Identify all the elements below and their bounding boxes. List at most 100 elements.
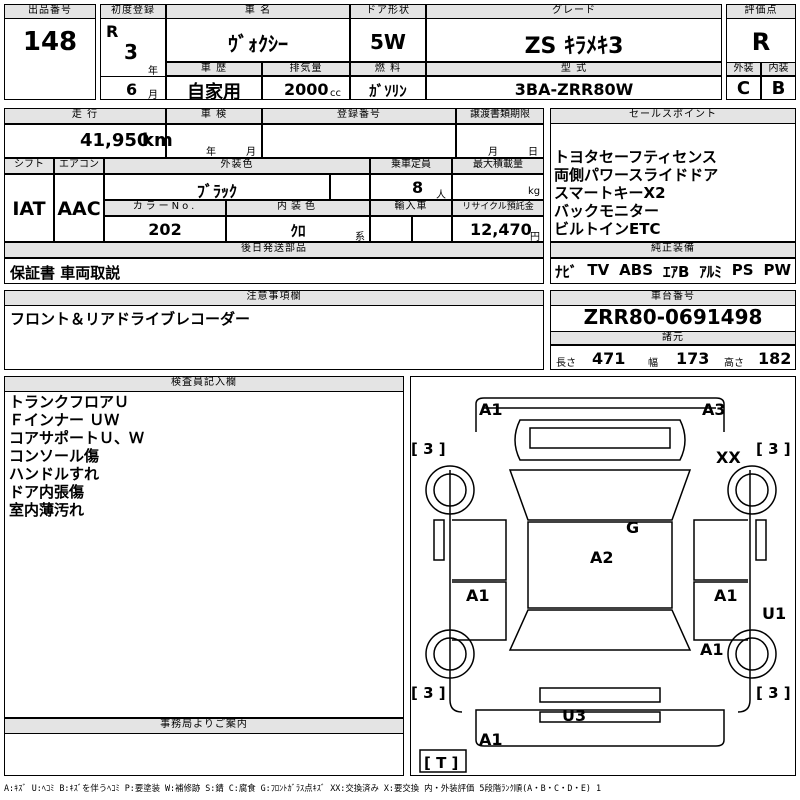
ac-value: AAC — [57, 198, 101, 220]
transfer-label: 譲渡書類期限 — [456, 108, 544, 124]
displacement-label: 排気量 — [262, 62, 350, 76]
reg-year: 3 — [124, 40, 138, 64]
mark-roof-g: G — [626, 518, 640, 537]
history-value: 自家用 — [187, 82, 241, 103]
load-unit: kg — [528, 186, 541, 197]
bracket-tire: [ T ] — [424, 754, 459, 772]
bracket-bottom-right: [ 3 ] — [756, 684, 791, 702]
int-color-unit: 系 — [355, 232, 365, 243]
mark-top-right: A3 — [702, 400, 726, 419]
later-parts-label: 後日発送部品 — [4, 242, 544, 258]
mileage-unit: km — [142, 130, 173, 151]
chassis-label: 車台番号 — [550, 290, 796, 306]
equipment-item: TV — [587, 261, 610, 279]
inspection-month-unit: 月 — [246, 147, 256, 158]
inspector-item: 室内薄汚れ — [9, 501, 85, 519]
int-color-value: ｸﾛ — [290, 222, 306, 240]
notes-text: フロント＆リアドライブレコーダー — [10, 310, 251, 328]
sales-list: トヨタセーフティセンス 両側パワースライドドア スマートキーX2 バックモニター… — [554, 148, 718, 238]
shift-value: IAT — [12, 198, 46, 220]
capacity-unit: 人 — [436, 190, 446, 201]
mileage-cell — [4, 124, 166, 158]
mark-bumper: U3 — [562, 706, 587, 725]
sales-item: トヨタセーフティセンス — [554, 148, 717, 166]
ac-cell — [54, 174, 104, 242]
mileage-label: 走 行 — [4, 108, 166, 124]
mark-right-door: A1 — [714, 586, 738, 605]
month-unit: 月 — [148, 90, 158, 101]
exterior-value: C — [736, 78, 751, 99]
shift-cell — [4, 174, 54, 242]
recycle-value: 12,470 — [470, 220, 532, 239]
inspector-item: コアサポートＵ、Ｗ — [9, 429, 145, 447]
later-parts-value: 保証書 車両取説 — [10, 264, 121, 282]
interior-cell — [761, 76, 796, 100]
equipment-item: PW — [763, 261, 791, 279]
color-no-value: 202 — [148, 220, 182, 239]
inspection-label: 車 検 — [166, 108, 262, 124]
width-label: 幅 — [648, 358, 658, 369]
bracket-top-right: [ 3 ] — [756, 440, 791, 458]
color-cell — [104, 174, 330, 200]
displacement-cell — [262, 76, 350, 100]
import-cell-b — [412, 216, 452, 242]
car-name-label: 車 名 — [166, 4, 350, 19]
mark-hood: XX — [716, 448, 741, 467]
displacement-value: 2000 — [284, 80, 329, 99]
inspector-label: 検査員記入欄 — [4, 376, 404, 392]
equipment-item: PS — [731, 261, 754, 279]
equipment-item: ｱﾙﾐ — [699, 263, 722, 281]
color-value: ﾌﾞﾗｯｸ — [196, 182, 237, 201]
spec-cell — [550, 345, 796, 370]
grade-label: グレード — [426, 4, 722, 19]
mark-top-left: A1 — [479, 400, 503, 419]
capacity-cell — [370, 174, 452, 200]
reg-no-label: 登録番号 — [262, 108, 456, 124]
load-cell — [452, 174, 544, 200]
inspector-item: ドア内張傷 — [9, 483, 85, 501]
load-label: 最大積載量 — [452, 158, 544, 174]
sales-label: セールスポイント — [550, 108, 796, 124]
grade-value: ZS ｷﾗﾒｷ3 — [524, 34, 624, 59]
displacement-unit: cc — [330, 88, 341, 99]
diagram-box — [410, 376, 796, 776]
history-label: 車 歴 — [166, 62, 262, 76]
equipment-list: ﾅﾋﾞ TV ABS ｴｱB ｱﾙﾐ PS PW — [550, 261, 796, 282]
shift-label: シフト — [4, 158, 54, 174]
capacity-label: 乗車定員 — [370, 158, 452, 174]
transfer-month-unit: 月 — [488, 147, 498, 158]
spec-label: 諸元 — [550, 331, 796, 345]
bracket-bottom-left: [ 3 ] — [411, 684, 446, 702]
color-no-label: カラーNo. — [104, 200, 226, 216]
inspection-year-unit: 年 — [206, 147, 216, 158]
notes-label: 注意事項欄 — [4, 290, 544, 306]
score-value: R — [751, 28, 771, 56]
car-name: ｳﾞｫｸｼｰ — [228, 32, 288, 56]
mark-right-rear: A1 — [700, 640, 724, 659]
lot-number: 148 — [22, 27, 78, 57]
door-label: ドア形状 — [350, 4, 426, 19]
reg-divider — [100, 76, 166, 77]
model-label: 型 式 — [426, 62, 722, 76]
lot-label: 出品番号 — [4, 4, 96, 19]
mark-roof: A2 — [590, 548, 614, 567]
chassis-number: ZRR80-0691498 — [583, 305, 763, 329]
model-value: 3BA-ZRR80W — [514, 80, 634, 99]
interior-value: B — [771, 78, 786, 99]
mark-bottom-left: A1 — [479, 730, 503, 749]
height-value: 182 — [758, 349, 792, 368]
transfer-cell — [456, 124, 544, 158]
sales-item: スマートキーX2 — [554, 184, 666, 202]
office-label: 事務局よりご案内 — [4, 718, 404, 734]
equipment-item: ABS — [619, 261, 654, 279]
mileage-value: 41,950 — [80, 130, 150, 151]
first-reg-label: 初度登録 — [100, 4, 166, 19]
width-value: 173 — [676, 349, 710, 368]
interior-label: 内装 — [761, 62, 796, 76]
import-label: 輸入車 — [370, 200, 452, 216]
color-label: 外装色 — [104, 158, 370, 174]
exterior-cell — [726, 76, 761, 100]
height-label: 高さ — [724, 358, 744, 369]
fuel-cell — [350, 76, 426, 100]
inspection-cell — [166, 124, 262, 158]
